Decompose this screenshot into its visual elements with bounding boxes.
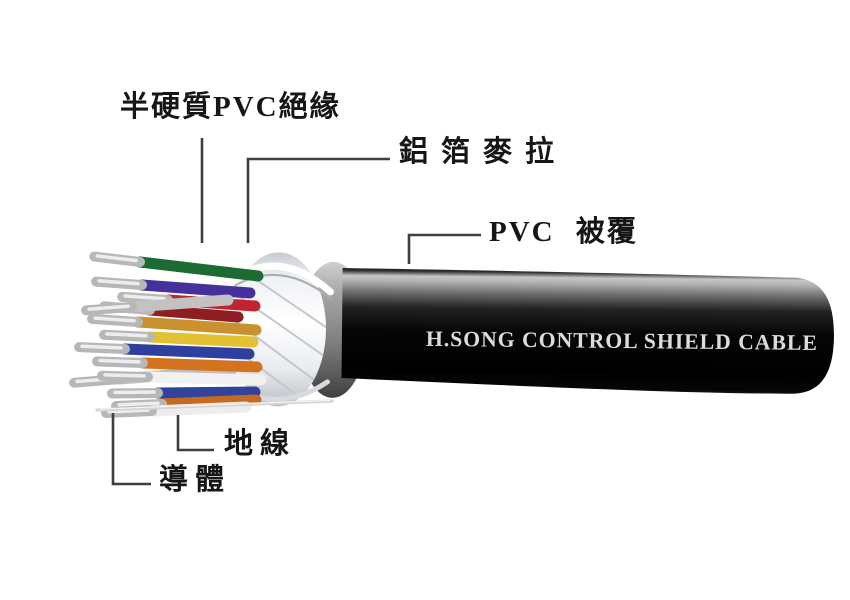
wire-segment [105, 332, 148, 338]
wire-segment [123, 294, 166, 301]
wire-segment [146, 401, 252, 417]
label-jacket: PVC 被覆 [489, 216, 638, 248]
wire-segment [126, 294, 234, 313]
leader-lines [111, 138, 481, 486]
ground-wire [95, 399, 334, 412]
wire-segment [137, 357, 263, 373]
label-conductor: 導體 [159, 464, 232, 496]
label-foil: 鋁箔麥拉 [399, 136, 568, 168]
cable-jacket [341, 268, 834, 394]
wire-segment [80, 344, 123, 350]
wire-fan [69, 251, 267, 418]
wire-segment [95, 254, 138, 263]
wire-segment [119, 343, 255, 360]
cable-graphic: H.SONG CONTROL SHIELD CABLE [229, 252, 834, 407]
wire-segment [87, 304, 130, 311]
wire-segment [107, 408, 150, 414]
leader-line-jacket [407, 233, 481, 264]
wire-segment [103, 373, 146, 378]
leader-line-foil [246, 157, 390, 243]
wire-segment [117, 401, 160, 407]
cable-print-text: H.SONG CONTROL SHIELD CABLE [426, 326, 818, 355]
label-insulation: 半硬質PVC絕緣 [120, 91, 341, 123]
wire-segment [98, 358, 141, 364]
wire-segment [152, 386, 261, 399]
wire-segment [93, 316, 136, 323]
wire-segment [132, 316, 262, 336]
wire-segment [134, 256, 264, 282]
label-ground: 地線 [224, 428, 297, 460]
wire-segment [144, 331, 259, 348]
leader-line-conductor [111, 413, 151, 486]
wire-segment [136, 279, 256, 299]
wire-segment [156, 394, 262, 410]
leader-line-ground [176, 415, 214, 452]
wire-segment [142, 371, 267, 386]
wire-segment [97, 279, 140, 286]
wire-segment [144, 304, 244, 323]
